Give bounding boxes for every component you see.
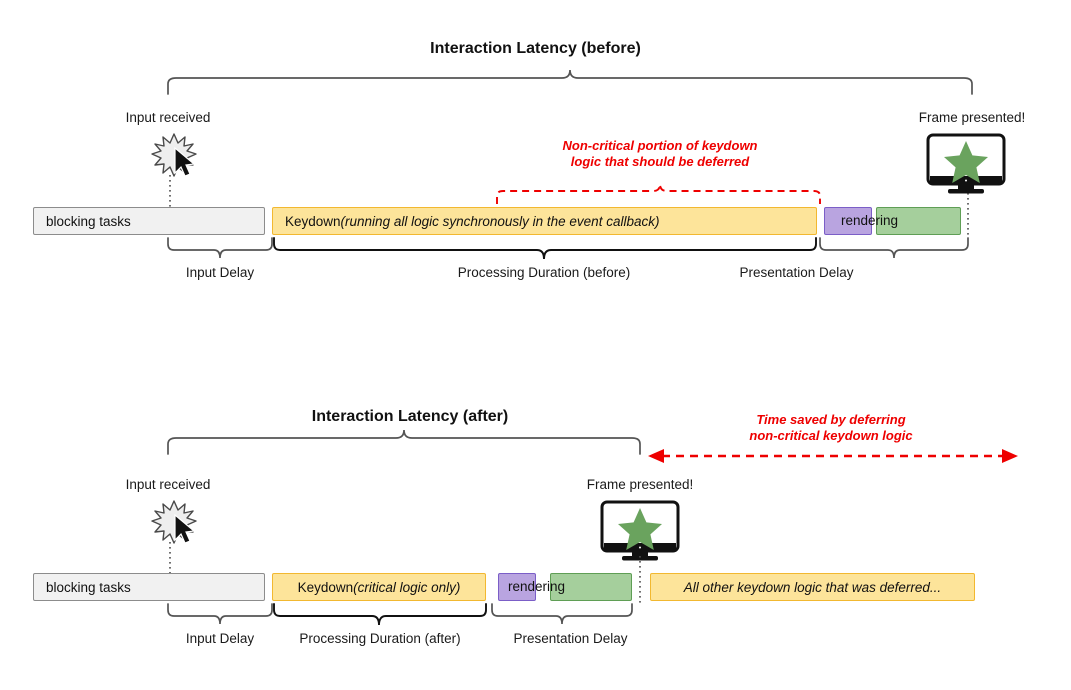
after-title: Interaction Latency (after)	[311, 408, 509, 425]
after-annotation-line2: non-critical keydown logic	[749, 428, 913, 444]
after-bar-keydown-label: Keydown	[297, 579, 354, 595]
before-input-received-label: Input received	[125, 110, 211, 125]
before-input-dropline	[169, 175, 171, 215]
after-phase-presentation: Presentation Delay	[513, 631, 628, 646]
before-latency-brace	[167, 69, 973, 95]
before-annotation-line2: logic that should be deferred	[570, 154, 750, 170]
star-icon	[618, 508, 662, 550]
before-phase-braces	[167, 237, 969, 260]
before-frame-dropline	[967, 188, 969, 238]
after-bar-presentation-purple[interactable]	[498, 573, 536, 601]
after-time-saved-arrow	[648, 449, 1018, 463]
after-bar-blocking-tasks[interactable]: blocking tasks	[33, 573, 265, 601]
before-phase-presentation: Presentation Delay	[739, 265, 854, 280]
after-input-received-label: Input received	[125, 477, 211, 492]
before-annotation: Non-critical portion of keydown logic th…	[460, 138, 860, 171]
after-frame-dropline	[639, 556, 641, 606]
before-noncritical-brace	[496, 183, 821, 204]
after-bar-blocking-label: blocking tasks	[46, 579, 131, 595]
mouse-cursor-icon	[174, 146, 196, 177]
before-bar-blocking-label: blocking tasks	[46, 213, 131, 229]
before-title: Interaction Latency (before)	[430, 40, 641, 57]
before-phase-input-delay: Input Delay	[185, 265, 255, 280]
before-annotation-line1: Non-critical portion of keydown	[562, 138, 758, 153]
after-bar-presentation-green[interactable]	[550, 573, 632, 601]
before-bar-presentation-purple[interactable]	[824, 207, 872, 235]
star-icon	[944, 141, 988, 183]
after-annotation-line1: Time saved by deferring	[756, 412, 906, 427]
monitor-icon	[600, 500, 680, 561]
before-phase-processing: Processing Duration (before)	[457, 265, 631, 280]
after-latency-brace	[167, 429, 641, 455]
after-annotation: Time saved by deferring non-critical key…	[650, 412, 1012, 445]
spark-burst-icon	[151, 500, 197, 544]
after-phase-input-delay: Input Delay	[185, 631, 255, 646]
after-bar-deferred-label: All other keydown logic that was deferre…	[683, 579, 942, 595]
monitor-icon	[926, 133, 1006, 194]
before-frame-presented-label: Frame presented!	[918, 110, 1026, 125]
after-bar-keydown-detail: (critical logic only)	[353, 579, 461, 595]
after-phase-processing: Processing Duration (after)	[299, 631, 461, 646]
after-phase-braces	[167, 603, 633, 626]
after-input-dropline	[169, 542, 171, 582]
after-bar-keydown[interactable]: Keydown (critical logic only)	[272, 573, 486, 601]
after-frame-presented-label: Frame presented!	[586, 477, 694, 492]
before-bar-keydown[interactable]: Keydown (running all logic synchronously…	[272, 207, 817, 235]
before-bar-presentation-green[interactable]	[876, 207, 961, 235]
mouse-cursor-icon	[174, 513, 196, 544]
spark-burst-icon	[151, 133, 197, 177]
after-bar-deferred[interactable]: All other keydown logic that was deferre…	[650, 573, 975, 601]
before-bar-keydown-label: Keydown	[285, 213, 341, 229]
before-bar-keydown-detail: (running all logic synchronously in the …	[340, 213, 660, 229]
before-bar-blocking-tasks[interactable]: blocking tasks	[33, 207, 265, 235]
